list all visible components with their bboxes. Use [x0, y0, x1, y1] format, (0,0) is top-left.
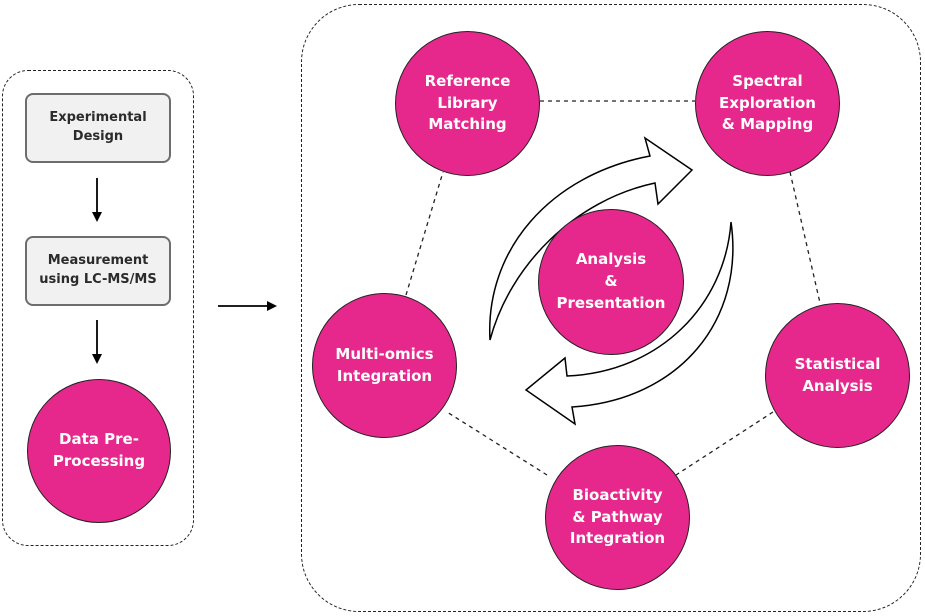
- reference-library-node: Reference Library Matching: [395, 31, 540, 176]
- connector-spectral-statistical: [789, 171, 821, 304]
- spectral-exploration-label: Spectral Exploration & Mapping: [719, 71, 816, 134]
- data-preprocessing-node: Data Pre- Processing: [27, 379, 171, 523]
- statistical-analysis-label: Statistical Analysis: [794, 354, 881, 395]
- multi-omics-node: Multi-omics Integration: [312, 293, 457, 438]
- connector-multiomics-reference: [405, 171, 444, 296]
- experimental-design-box: Experimental Design: [25, 93, 171, 163]
- bioactivity-node: Bioactivity & Pathway Integration: [545, 445, 690, 590]
- spectral-exploration-node: Spectral Exploration & Mapping: [695, 31, 840, 176]
- bioactivity-label: Bioactivity & Pathway Integration: [569, 485, 666, 548]
- cycle-arrow-upper: [489, 136, 694, 341]
- pipeline-frame: [2, 70, 194, 546]
- connector-statistical-bioactivity: [675, 411, 774, 476]
- cycle-frame: [301, 4, 921, 612]
- connector-bioactivity-multiomics: [446, 411, 548, 476]
- analysis-presentation-node: Analysis & Presentation: [538, 209, 684, 355]
- analysis-presentation-label: Analysis & Presentation: [556, 250, 666, 312]
- cycle-arrow-lower: [524, 221, 734, 426]
- measurement-label: Measurement using LC-MS/MS: [39, 253, 157, 287]
- experimental-design-label: Experimental Design: [49, 110, 147, 144]
- reference-library-label: Reference Library Matching: [424, 71, 511, 134]
- multi-omics-label: Multi-omics Integration: [335, 344, 434, 385]
- statistical-analysis-node: Statistical Analysis: [765, 303, 910, 448]
- data-preprocessing-label: Data Pre- Processing: [52, 430, 146, 470]
- measurement-box: Measurement using LC-MS/MS: [25, 236, 171, 306]
